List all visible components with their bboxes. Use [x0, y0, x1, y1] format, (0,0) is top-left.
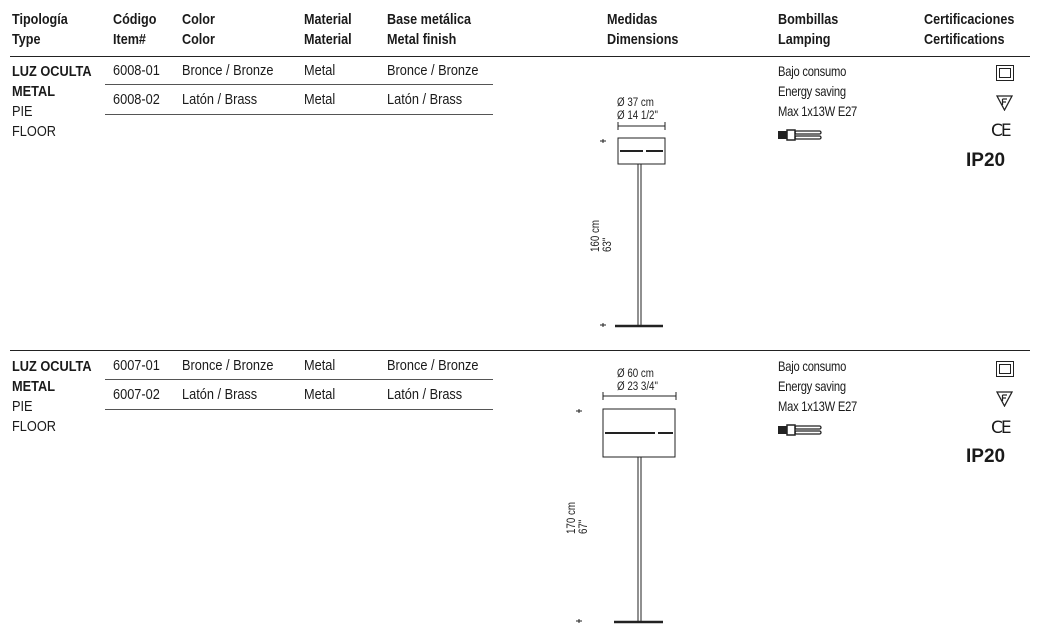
- table-cell-color: Bronce / Bronze: [182, 63, 274, 79]
- header-material-en: Material: [304, 31, 352, 48]
- header-code-es: Código: [113, 11, 157, 28]
- header-material: Material Material: [304, 10, 352, 50]
- table-cell-code: 6007-01: [113, 358, 160, 374]
- table-cell-material: Metal: [304, 358, 336, 374]
- product-2-type-en: FLOOR: [12, 419, 56, 435]
- header-color: Color Color: [182, 10, 215, 50]
- table-cell-finish: Bronce / Bronze: [387, 358, 479, 374]
- header-certifications-es: Certificaciones: [924, 11, 1015, 28]
- diameter-in: Ø 23 3/4": [617, 381, 658, 393]
- header-certifications-en: Certifications: [924, 31, 1005, 48]
- diameter-cm: Ø 60 cm: [617, 368, 654, 380]
- product-divider: [10, 350, 1030, 351]
- header-dimensions: Medidas Dimensions: [607, 10, 678, 50]
- product-2-lamping: Bajo consumo Energy saving Max 1x13W E27: [778, 356, 857, 416]
- product-2-type-es: PIE: [12, 399, 33, 415]
- product-1-type: LUZ OCULTA METAL PIE FLOOR: [12, 62, 92, 142]
- ip-rating: IP20: [966, 150, 1006, 171]
- header-dimensions-en: Dimensions: [607, 31, 679, 48]
- table-cell-material: Metal: [304, 63, 336, 79]
- table-cell-finish: Latón / Brass: [387, 387, 463, 403]
- product-2-height: 170 cm 67": [566, 502, 590, 534]
- table-cell-material: Metal: [304, 387, 336, 403]
- product-2-diameter: Ø 60 cm Ø 23 3/4": [617, 368, 658, 394]
- header-code: Código Item#: [113, 10, 156, 50]
- product-2-type-name: LUZ OCULTA: [12, 359, 92, 375]
- product-1-lamping: Bajo consumo Energy saving Max 1x13W E27: [778, 61, 857, 121]
- row-divider: [105, 379, 493, 380]
- product-2-dimension-drawing: [576, 392, 677, 624]
- header-code-en: Item#: [113, 31, 146, 48]
- table-cell-color: Latón / Brass: [182, 387, 258, 403]
- header-lamping: Bombillas Lamping: [778, 10, 838, 50]
- lamping-type-es: Bajo consumo: [778, 358, 847, 374]
- table-cell-finish: Bronce / Bronze: [387, 63, 479, 79]
- header-typology: Tipología Type: [12, 10, 68, 50]
- diameter-cm: Ø 37 cm: [617, 97, 654, 109]
- ce-mark: CE: [991, 121, 1012, 141]
- header-dimensions-es: Medidas: [607, 11, 658, 28]
- product-2-type-material: METAL: [12, 379, 56, 395]
- header-finish: Base metálica Metal finish: [387, 10, 471, 50]
- ce-mark: CE: [991, 418, 1012, 438]
- lamping-type-en: Energy saving: [778, 378, 846, 394]
- header-lamping-es: Bombillas: [778, 11, 839, 28]
- product-1-type-material: METAL: [12, 84, 56, 100]
- row-divider: [105, 409, 493, 410]
- product-2-type: LUZ OCULTA METAL PIE FLOOR: [12, 357, 92, 437]
- height-cm: 160 cm: [590, 219, 602, 252]
- lamping-max: Max 1x13W E27: [778, 103, 858, 119]
- table-cell-finish: Latón / Brass: [387, 92, 463, 108]
- double-square-icon: [996, 65, 1014, 81]
- energy-saving-bulb-icon: [778, 424, 822, 436]
- product-1-type-en: FLOOR: [12, 124, 56, 140]
- product-1-type-es: PIE: [12, 104, 33, 120]
- height-cm: 170 cm: [566, 501, 578, 534]
- product-1-dimension-drawing: [600, 122, 666, 328]
- energy-saving-bulb-icon: [778, 129, 822, 141]
- ip-rating: IP20: [966, 446, 1006, 467]
- row-divider: [105, 114, 493, 115]
- table-cell-color: Bronce / Bronze: [182, 358, 274, 374]
- table-cell-code: 6007-02: [113, 387, 160, 403]
- header-finish-es: Base metálica: [387, 11, 472, 28]
- double-square-icon: [996, 361, 1014, 377]
- lamping-type-en: Energy saving: [778, 83, 846, 99]
- header-finish-en: Metal finish: [387, 31, 457, 48]
- header-color-es: Color: [182, 11, 215, 28]
- row-divider: [105, 84, 493, 85]
- product-1-height: 160 cm 63": [590, 220, 614, 252]
- lamping-type-es: Bajo consumo: [778, 63, 847, 79]
- product-1-type-name: LUZ OCULTA: [12, 64, 92, 80]
- header-material-es: Material: [304, 11, 352, 28]
- f-triangle-icon: [996, 391, 1013, 407]
- header-typology-en: Type: [12, 31, 41, 48]
- lamping-max: Max 1x13W E27: [778, 398, 858, 414]
- height-in: 67": [578, 519, 590, 534]
- header-typology-es: Tipología: [12, 11, 68, 28]
- header-lamping-en: Lamping: [778, 31, 831, 48]
- height-in: 63": [602, 237, 614, 252]
- diameter-in: Ø 14 1/2": [617, 110, 658, 122]
- table-cell-color: Latón / Brass: [182, 92, 258, 108]
- f-triangle-icon: [996, 95, 1013, 111]
- header-certifications: Certificaciones Certifications: [924, 10, 1014, 50]
- header-color-en: Color: [182, 31, 215, 48]
- table-cell-code: 6008-02: [113, 92, 160, 108]
- table-cell-material: Metal: [304, 92, 336, 108]
- header-divider: [10, 56, 1030, 57]
- table-cell-code: 6008-01: [113, 63, 160, 79]
- product-1-diameter: Ø 37 cm Ø 14 1/2": [617, 97, 658, 123]
